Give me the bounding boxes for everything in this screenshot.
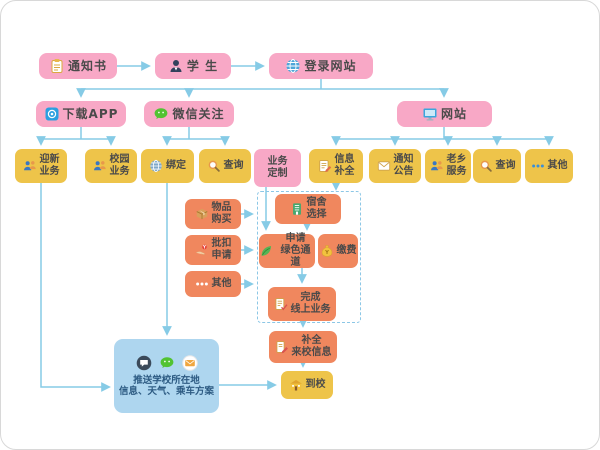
node-label: 其他 xyxy=(211,278,232,289)
node-green-channel: 申请 绿色通道 xyxy=(259,233,315,268)
people-icon xyxy=(430,159,444,173)
node-label: 绑定 xyxy=(166,160,186,171)
pencil-icon xyxy=(275,340,289,354)
globe-icon xyxy=(285,58,301,74)
leaf-icon xyxy=(259,244,273,258)
people-icon xyxy=(23,159,37,173)
node-label: 查询 xyxy=(495,160,516,171)
node-query-web: 查询 xyxy=(473,149,521,183)
node-label: 查询 xyxy=(223,160,244,171)
trunk-login-split xyxy=(81,79,444,90)
globe-icon xyxy=(149,159,163,173)
node-finish-online: 完成 线上业务 xyxy=(268,287,336,321)
node-dorm-selection: 宿舍 选择 xyxy=(275,194,341,224)
node-push-local-info: 推送学校所在地 信息、天气、乘车方案 xyxy=(114,339,219,413)
clipboard-icon xyxy=(49,58,65,74)
node-other-app: 其他 xyxy=(185,271,241,297)
school-icon xyxy=(289,378,303,392)
search-icon xyxy=(479,159,493,173)
svg-text:Y: Y xyxy=(324,250,329,256)
node-notification-letter: 通知书 xyxy=(39,53,117,79)
node-welcome-business: 迎新 业务 xyxy=(15,149,67,183)
node-notice-board: 通知 公告 xyxy=(369,149,421,183)
wechat-icon xyxy=(153,106,169,122)
node-label: 通知 公告 xyxy=(393,154,414,177)
node-label: 业务 定制 xyxy=(267,156,288,179)
node-website: 网站 xyxy=(397,101,492,127)
node-label: 宿舍 选择 xyxy=(306,197,327,220)
node-label: 校园 业务 xyxy=(109,154,130,177)
node-pay-fee: Y 缴费 xyxy=(318,234,358,268)
node-label: 补全 来校信息 xyxy=(291,335,332,358)
node-label: 迎新 业务 xyxy=(39,154,60,177)
search-icon xyxy=(207,159,221,173)
node-other-web: 其他 xyxy=(525,149,573,183)
trunk-website-split xyxy=(336,127,549,140)
node-label: 登录网站 xyxy=(304,58,357,73)
node-wechat-follow: 微信关注 xyxy=(144,101,234,127)
node-label: 老乡 服务 xyxy=(446,154,467,177)
online-business-group xyxy=(257,191,361,323)
node-info-completion: 信息 补全 xyxy=(309,149,363,183)
node-label: 完成 线上业务 xyxy=(290,292,331,315)
node-arrive-school: 到校 xyxy=(281,371,333,399)
node-bind: 绑定 xyxy=(141,149,194,183)
node-label: 推送学校所在地 信息、天气、乘车方案 xyxy=(118,374,214,397)
node-label: 学 生 xyxy=(186,58,219,73)
node-batch-deduction: Y 批扣 申请 xyxy=(185,235,241,265)
student-icon xyxy=(168,58,184,74)
ellipsis-icon xyxy=(195,277,209,291)
node-label: 微信关注 xyxy=(172,106,225,121)
node-label: 物品 购买 xyxy=(211,202,232,225)
checklist-icon xyxy=(274,297,288,311)
push-icons-row xyxy=(136,354,198,371)
money-bag-icon: Y xyxy=(320,244,334,258)
node-label: 网站 xyxy=(440,106,467,121)
node-label: 通知书 xyxy=(67,58,107,73)
box-icon xyxy=(195,207,209,221)
node-query-wechat: 查询 xyxy=(199,149,251,183)
node-campus-business: 校园 业务 xyxy=(85,149,137,183)
node-hometown-service: 老乡 服务 xyxy=(425,149,471,183)
hand-coin-icon: Y xyxy=(195,243,209,257)
node-goods-purchase: 物品 购买 xyxy=(185,199,241,229)
node-label: 缴费 xyxy=(336,245,357,256)
node-login-website: 登录网站 xyxy=(269,53,373,79)
node-label: 到校 xyxy=(305,379,326,390)
node-label: 信息 补全 xyxy=(334,154,355,177)
node-complete-arrival-info: 补全 来校信息 xyxy=(269,331,337,363)
wechat-icon xyxy=(159,355,175,371)
node-student: 学 生 xyxy=(155,53,231,79)
node-business-customization: 业务 定制 xyxy=(254,149,301,187)
form-pencil-icon xyxy=(318,159,332,173)
trunk-app-split xyxy=(41,127,111,140)
node-label: 申请 绿色通道 xyxy=(280,233,311,268)
monitor-icon xyxy=(422,106,438,122)
node-label: 下载APP xyxy=(62,106,119,121)
app-icon xyxy=(44,106,60,122)
mail-icon xyxy=(377,159,391,173)
people-icon xyxy=(93,159,107,173)
node-label: 其他 xyxy=(547,160,568,171)
chat-bubble-icon xyxy=(136,355,152,371)
building-icon xyxy=(290,202,304,216)
svg-text:Y: Y xyxy=(202,245,206,250)
mail-icon xyxy=(181,354,198,371)
arrow-welcome-push xyxy=(40,183,111,392)
trunk-wechat-split xyxy=(167,127,225,140)
node-download-app: 下载APP xyxy=(36,101,126,127)
ellipsis-icon xyxy=(531,159,545,173)
node-label: 批扣 申请 xyxy=(211,238,232,261)
